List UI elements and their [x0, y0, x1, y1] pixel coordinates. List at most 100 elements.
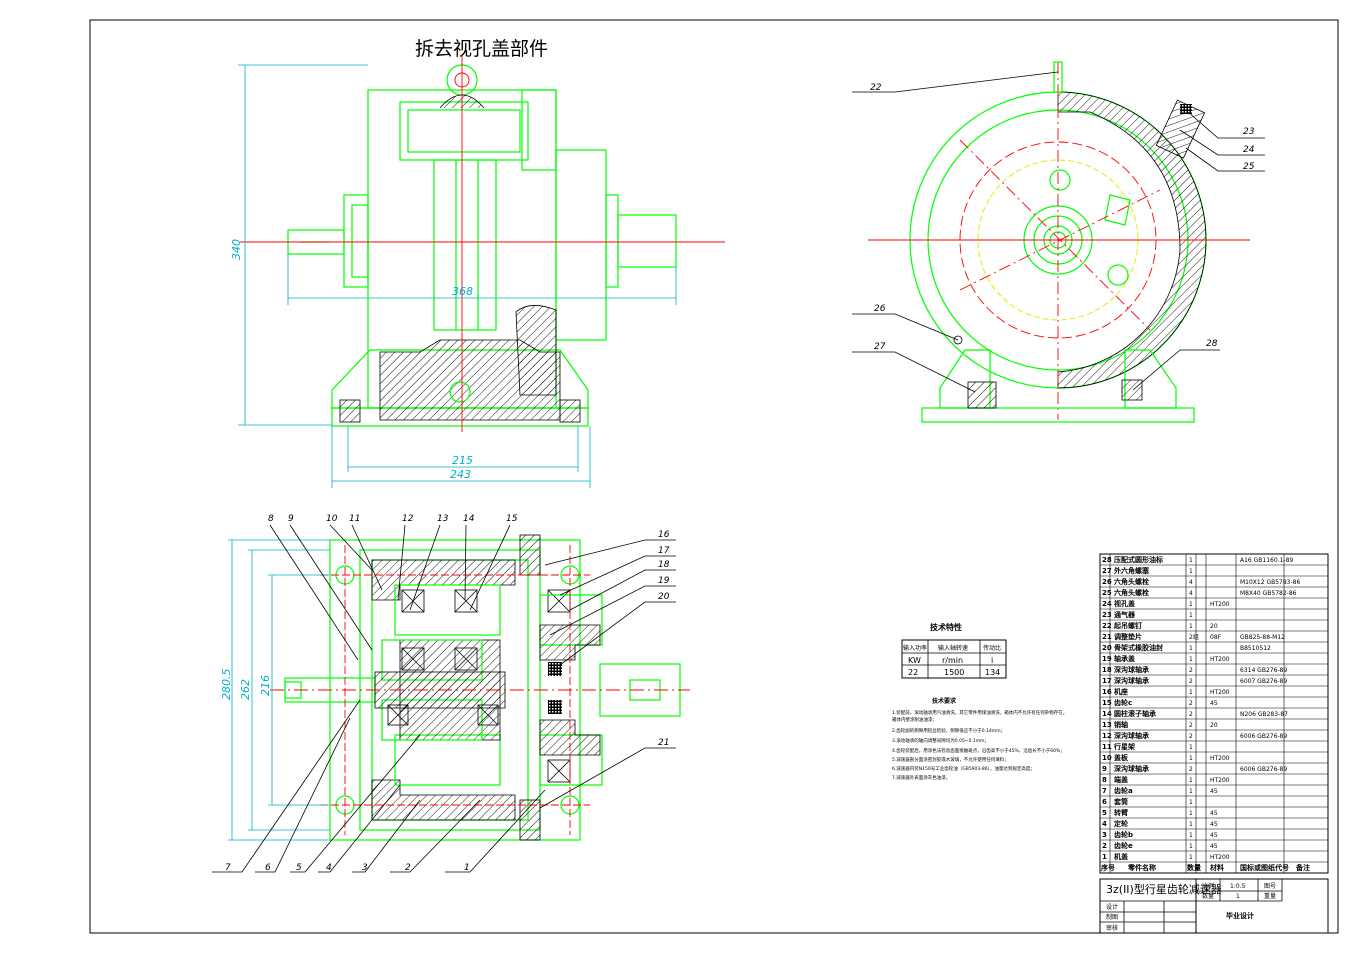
callout-2: 2: [405, 863, 411, 873]
spec-value-ratio: 134: [985, 668, 1000, 677]
part-no: 15: [1102, 699, 1112, 707]
part-qty: 1: [1189, 744, 1193, 751]
part-std: M10X12 GB5783-86: [1240, 579, 1300, 586]
tech-req-line-1: 1.装配前，滚动轴承用汽油清洗，其它零件用煤油清洗，箱体内不允许有任何杂物存在，: [892, 709, 1067, 716]
callout-12: 12: [402, 514, 414, 524]
part-no: 28: [1102, 556, 1112, 564]
drawing-name: 3z(II)型行星齿轮减速器: [1106, 882, 1222, 896]
part-no: 27: [1102, 567, 1112, 575]
tech-req-line-3: 2.齿轮副的侧隙用铅丝检验，侧隙值应不小于0.14mm；: [892, 727, 1005, 734]
part-material: HT200: [1210, 854, 1230, 861]
part-no: 17: [1102, 677, 1112, 685]
part-no: 2: [1102, 842, 1107, 850]
school-label: 毕业设计: [1226, 911, 1254, 920]
part-name: 销轴: [1113, 720, 1128, 729]
part-material: 45: [1210, 788, 1218, 795]
dim-216: 216: [259, 675, 272, 696]
tech-requirements: 技术要求 1.装配前，滚动轴承用汽油清洗，其它零件用煤油清洗，箱体内不允许有任何…: [892, 697, 1067, 781]
dim-262: 262: [239, 679, 252, 700]
part-name: 机座: [1114, 687, 1128, 696]
sheet-label: 图号: [1264, 883, 1276, 890]
part-name: 骨架式橡胶油封: [1114, 643, 1163, 652]
part-qty: 1: [1189, 689, 1193, 696]
parts-header-name: 零件名称: [1127, 863, 1156, 872]
part-qty: 4: [1189, 590, 1193, 597]
tech-req-line-8: 7.减速器外表面涂灰色油漆。: [892, 774, 950, 781]
spec-unit-power: KW: [908, 656, 921, 665]
part-name: 齿轮a: [1114, 786, 1133, 795]
part-name: 行星架: [1113, 742, 1135, 751]
part-qty: 2: [1189, 722, 1193, 729]
part-qty: 1: [1189, 656, 1193, 663]
part-name: 轴承盖: [1114, 654, 1135, 663]
callout-3: 3: [362, 863, 368, 873]
part-material: 45: [1210, 700, 1218, 707]
check-label: 审核: [1106, 924, 1118, 932]
callout-19: 19: [658, 576, 670, 586]
part-name: 转臂: [1114, 808, 1128, 817]
dim-280-5: 280.5: [220, 669, 233, 701]
dim-340: 340: [230, 239, 243, 260]
tech-req-line-2: 箱体内壁涂耐油油漆；: [892, 716, 937, 723]
part-no: 11: [1102, 743, 1112, 751]
spec-value-power: 22: [908, 668, 918, 677]
tech-req-title: 技术要求: [932, 697, 957, 705]
part-qty: 1: [1189, 843, 1193, 850]
part-material: HT200: [1210, 689, 1230, 696]
part-no: 13: [1102, 721, 1112, 729]
part-no: 8: [1102, 776, 1107, 784]
part-no: 12: [1102, 732, 1112, 740]
drawing-border: [89, 19, 1339, 934]
callout-27: 27: [874, 342, 886, 352]
part-material: HT200: [1210, 755, 1230, 762]
part-name: 起吊螺钉: [1113, 621, 1142, 630]
part-name: 深沟球轴承: [1114, 665, 1149, 674]
front-view-title: 拆去视孔盖部件: [415, 38, 548, 60]
part-name: 深沟球轴承: [1114, 764, 1149, 773]
part-material: 45: [1210, 843, 1218, 850]
part-name: 深沟球轴承: [1114, 731, 1149, 740]
scale-value: 1:0.5: [1230, 883, 1246, 890]
part-qty: 1: [1189, 788, 1193, 795]
part-no: 18: [1102, 666, 1112, 674]
spec-header-speed: 输入轴转速: [938, 644, 968, 652]
part-no: 6: [1102, 798, 1107, 806]
scale-label: 比例: [1202, 882, 1214, 890]
callout-11: 11: [349, 514, 360, 524]
part-qty: 1: [1189, 623, 1193, 630]
part-std: 6314 GB276-89: [1240, 667, 1287, 674]
parts-header-note: 备注: [1295, 863, 1310, 872]
front-view: 拆去视孔盖部件 340: [230, 38, 725, 488]
tech-req-line-4: 3.滚动轴承的轴向调整间隙均为0.05~0.1mm；: [892, 737, 989, 744]
part-name: 调整垫片: [1114, 632, 1142, 641]
part-no: 7: [1102, 787, 1107, 795]
callout-6: 6: [265, 863, 271, 873]
part-no: 21: [1102, 633, 1112, 641]
callout-21: 21: [658, 738, 669, 748]
part-std: 6006 GB276-89: [1240, 733, 1287, 740]
tech-specs-title: 技术特性: [930, 622, 962, 632]
part-name: 端盖: [1114, 775, 1128, 784]
callout-26: 26: [874, 304, 886, 314]
part-qty: 2: [1189, 678, 1193, 685]
part-material: 20: [1210, 623, 1218, 630]
part-no: 4: [1102, 820, 1107, 828]
draw-label: 制图: [1106, 913, 1118, 921]
part-name: 圆柱滚子轴承: [1114, 709, 1156, 718]
part-name: 齿轮e: [1114, 841, 1133, 850]
callout-10: 10: [326, 514, 338, 524]
callout-28: 28: [1206, 339, 1218, 349]
part-std: N206 GB283-87: [1240, 711, 1288, 718]
qty-value: 1: [1236, 893, 1240, 900]
parts-header-material: 材料: [1209, 863, 1224, 872]
part-no: 16: [1102, 688, 1112, 696]
part-name: 套筒: [1114, 797, 1128, 806]
part-qty: 2: [1189, 700, 1193, 707]
part-no: 3: [1102, 831, 1107, 839]
callout-20: 20: [658, 592, 670, 602]
qty-label: 数量: [1202, 892, 1214, 900]
dim-243: 243: [450, 468, 471, 481]
spec-unit-ratio: i: [991, 656, 993, 665]
